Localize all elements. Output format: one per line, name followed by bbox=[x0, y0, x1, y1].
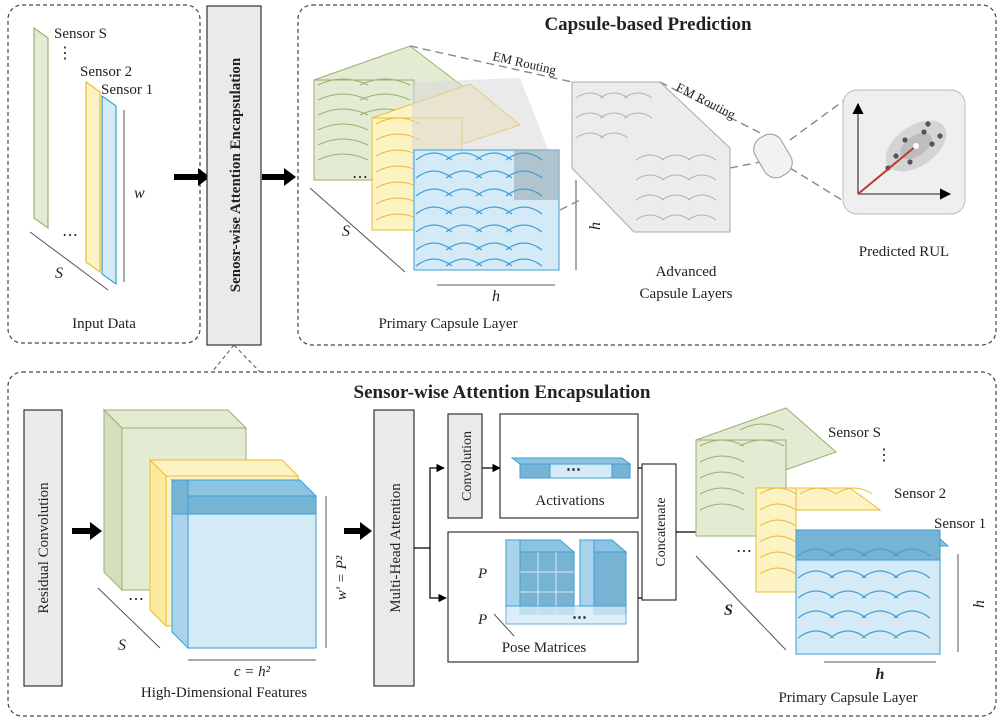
input-dots: ⋯ bbox=[62, 227, 78, 244]
bottom-s-bracket bbox=[695, 555, 787, 651]
input-s-bracket bbox=[29, 231, 109, 291]
bottom-blue-capsules bbox=[794, 529, 950, 655]
bottom-yellow-capsules bbox=[754, 487, 882, 593]
primary-capsule-caption: Primary Capsule Layer bbox=[378, 316, 517, 332]
input-w-label: w bbox=[134, 185, 145, 202]
encapsulation-title: Sensor-wise Attention Encapsulation bbox=[354, 382, 651, 403]
advanced-caption-line2: Capsule Layers bbox=[640, 286, 733, 302]
primary-dots: ⋯ bbox=[352, 169, 368, 186]
bottom-primary-caption: Primary Capsule Layer bbox=[778, 690, 917, 706]
arrow-head-3 bbox=[90, 522, 102, 540]
pose-caption: Pose Matrices bbox=[502, 640, 587, 656]
predicted-rul-caption: Predicted RUL bbox=[859, 244, 949, 260]
w-prime-label: w' = P² bbox=[334, 555, 350, 600]
features-caption: High-Dimensional Features bbox=[141, 685, 307, 701]
concatenate-label: Concatenate bbox=[654, 497, 669, 566]
primary-s-bracket bbox=[309, 187, 406, 273]
input-sensor-2-label: Sensor 2 bbox=[80, 64, 132, 80]
feature-blue-block bbox=[170, 478, 318, 650]
activations-label: Activations bbox=[535, 493, 604, 509]
mha-box bbox=[373, 409, 415, 687]
sensor-1-sheet bbox=[101, 94, 117, 286]
pose-p-top: P bbox=[477, 566, 487, 582]
activations-dots: ⋯ bbox=[566, 462, 581, 478]
bottom-sensor-1-label: Sensor 1 bbox=[934, 516, 986, 532]
bottom-sensor-s-label: Sensor S bbox=[828, 425, 881, 441]
bottom-s-label: S bbox=[724, 602, 733, 619]
input-vertical-dots: ⋮ bbox=[57, 45, 73, 62]
arrow-head-2 bbox=[284, 168, 296, 186]
prediction-title: Capsule-based Prediction bbox=[544, 14, 752, 35]
output-capsule bbox=[753, 133, 793, 179]
input-sensor-1-label: Sensor 1 bbox=[101, 82, 153, 98]
encap-module-label: Senosr-wise Attention Encapsulation bbox=[228, 57, 244, 292]
input-sensor-s-label: Sensor S bbox=[54, 26, 107, 42]
encap-module-box bbox=[206, 5, 262, 346]
primary-h-bottom: h bbox=[492, 288, 500, 305]
residual-conv-box bbox=[23, 409, 63, 687]
bottom-s-dots: ⋯ bbox=[736, 543, 752, 560]
bottom-h-label: h bbox=[876, 666, 885, 683]
convolution-box bbox=[447, 413, 483, 519]
primary-h-side: h bbox=[587, 222, 604, 230]
branch-arrows bbox=[414, 463, 501, 603]
residual-conv-label: Residual Convolution bbox=[36, 482, 52, 614]
bottom-sensor-2-label: Sensor 2 bbox=[894, 486, 946, 502]
primary-s-label: S bbox=[342, 223, 350, 240]
pose-cube bbox=[504, 539, 628, 625]
bottom-vertical-dots: ⋮ bbox=[876, 447, 892, 464]
bottom-h-side: h bbox=[971, 600, 988, 608]
convolution-label: Convolution bbox=[460, 431, 475, 501]
primary-blue-capsules bbox=[413, 149, 560, 271]
em-routing-label-1: EM Routing bbox=[491, 48, 558, 77]
pose-p-bracket bbox=[493, 613, 515, 637]
features-s-bracket bbox=[97, 587, 161, 649]
encapsulation-panel bbox=[7, 371, 997, 717]
features-s-label: S bbox=[118, 637, 126, 654]
arrow-head-4 bbox=[360, 522, 372, 540]
rul-plot-card bbox=[842, 89, 966, 215]
pose-p-bottom: P bbox=[477, 612, 487, 628]
input-data-caption: Input Data bbox=[72, 316, 136, 332]
advanced-caption-line1: Advanced bbox=[656, 264, 717, 280]
activations-vector bbox=[510, 457, 632, 479]
concat-connectors bbox=[638, 467, 642, 599]
arrow-head-1 bbox=[198, 168, 210, 186]
sensor-2-sheet bbox=[85, 80, 101, 274]
mha-label: Multi-Head Attention bbox=[388, 483, 404, 613]
c-label: c = h² bbox=[234, 664, 271, 680]
advanced-capsule-block bbox=[571, 81, 731, 233]
features-dots: ⋯ bbox=[128, 591, 144, 608]
prediction-panel bbox=[297, 4, 997, 346]
sensor-s-sheet bbox=[33, 26, 49, 230]
pose-dots: ⋯ bbox=[572, 610, 587, 626]
zoom-connector bbox=[211, 344, 261, 373]
input-s-label: S bbox=[55, 265, 63, 282]
